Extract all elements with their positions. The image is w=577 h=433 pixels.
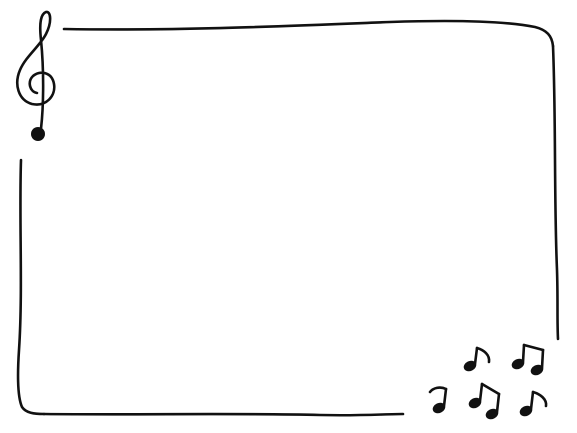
frame-left-edge — [16, 158, 46, 416]
frame-bottom-edge — [42, 412, 405, 417]
eighth-note-icon — [463, 346, 491, 372]
frame-right-edge — [551, 44, 560, 341]
frame-border — [16, 19, 560, 417]
beamed-eighth-notes-icon — [511, 343, 545, 376]
music-notes-cluster — [428, 343, 548, 420]
eighth-note-icon — [519, 390, 548, 417]
eighth-note-icon — [428, 386, 448, 414]
beamed-eighth-notes-icon — [468, 382, 501, 420]
treble-clef-icon — [16, 10, 56, 141]
frame-top-edge — [62, 19, 555, 48]
